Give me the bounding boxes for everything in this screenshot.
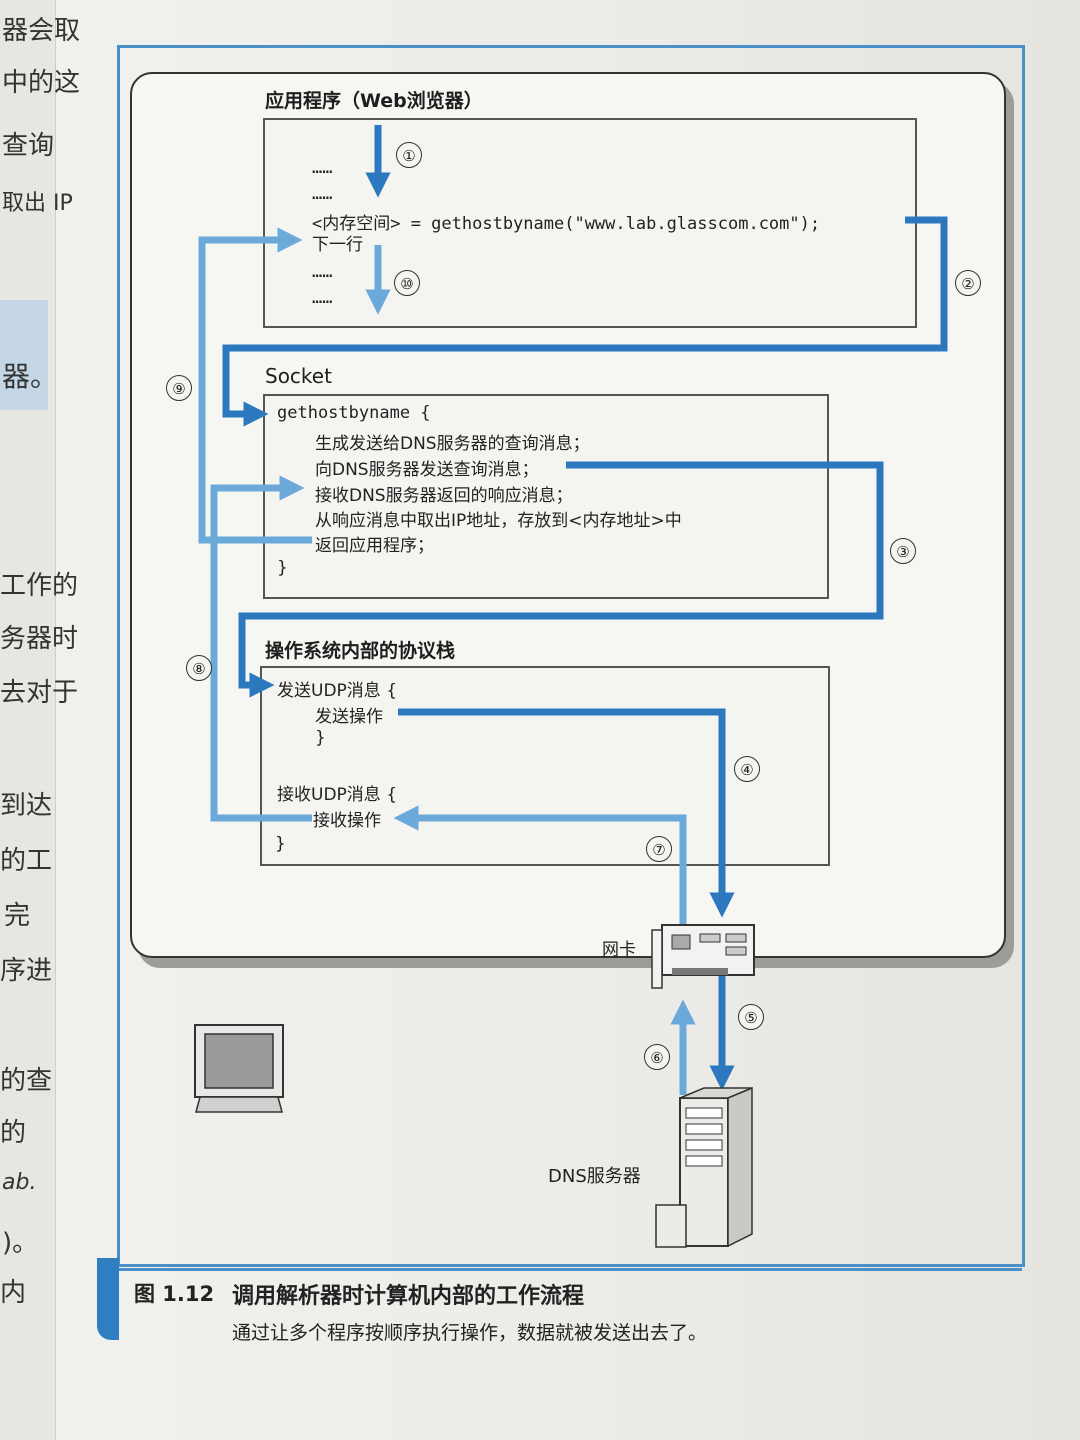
step-8: ⑧: [186, 655, 212, 681]
figure-title: 调用解析器时计算机内部的工作流程: [232, 1284, 585, 1309]
socket-panel: [263, 394, 829, 599]
os-close: }: [315, 728, 326, 748]
figure-frame: [117, 45, 1025, 1267]
step-9: ⑨: [166, 375, 192, 401]
step-2: ②: [955, 270, 981, 296]
os-recv-op: 接收操作: [313, 811, 381, 831]
app-line: ……: [312, 184, 333, 204]
margin-text: 取出 IP: [2, 191, 73, 216]
os-recv-header: 接收UDP消息 {: [277, 785, 398, 805]
os-title: 操作系统内部的协议栈: [265, 640, 456, 662]
dns-server-label: DNS服务器: [548, 1166, 641, 1187]
step-6: ⑥: [644, 1044, 670, 1070]
app-line-next: 下一行: [312, 235, 363, 255]
nic-card-icon: [651, 924, 755, 989]
step-10: ⑩: [394, 270, 420, 296]
socket-line: 返回应用程序；: [315, 536, 434, 556]
margin-text: 完: [4, 901, 31, 931]
margin-text: ab.: [2, 1170, 37, 1195]
figure-number: 图 1.12: [134, 1282, 215, 1306]
arrow-step-9: [198, 227, 312, 544]
socket-line: 生成发送给DNS服务器的查询消息；: [315, 434, 590, 454]
margin-text: 的查: [0, 1066, 53, 1096]
margin-text: 工作的: [0, 571, 79, 601]
step-4: ④: [734, 756, 760, 782]
socket-title: Socket: [265, 364, 332, 388]
caption-rule: [119, 1268, 1022, 1271]
margin-text: )。: [2, 1228, 39, 1258]
app-line: ……: [312, 262, 333, 282]
os-close: }: [275, 834, 286, 854]
arrow-step-7: [393, 805, 687, 928]
dns-server-icon: [655, 1086, 753, 1248]
arrow-step-2: [222, 216, 948, 427]
arrow-step-8: [210, 475, 312, 822]
margin-text: 器会取: [2, 16, 81, 46]
caption-accent: [97, 1258, 119, 1340]
margin-text: 器。: [2, 360, 59, 393]
app-line-gethostbyname: <内存空间> = gethostbyname("www.lab.glasscom…: [312, 214, 821, 234]
margin-text: 中的这: [2, 68, 81, 98]
figure-subtitle: 通过让多个程序按顺序执行操作，数据就被发送出去了。: [232, 1322, 708, 1344]
step-7: ⑦: [646, 836, 672, 862]
os-send-header: 发送UDP消息 {: [277, 681, 398, 701]
margin-text: 去对于: [0, 678, 79, 708]
nic-label: 网卡: [602, 940, 636, 960]
margin-text: 的工: [0, 846, 53, 876]
left-page-highlight: [0, 300, 48, 410]
margin-text: 的: [0, 1118, 27, 1148]
margin-text: 务器时: [0, 624, 79, 654]
monitor-icon: [194, 1024, 284, 1113]
socket-line: gethostbyname {: [277, 403, 431, 423]
socket-line: 接收DNS服务器返回的响应消息；: [315, 486, 573, 506]
margin-text: 序进: [0, 956, 53, 986]
step-5: ⑤: [738, 1004, 764, 1030]
os-send-op: 发送操作: [315, 707, 383, 727]
arrow-step-3: [238, 461, 884, 698]
margin-text: 到达: [0, 791, 53, 821]
arrow-step-4: [398, 708, 735, 918]
step-1: ①: [396, 142, 422, 168]
socket-line: 向DNS服务器发送查询消息；: [315, 460, 539, 480]
app-line: ……: [312, 158, 333, 178]
margin-text: 内: [0, 1278, 27, 1308]
margin-text: 查询: [2, 131, 55, 161]
socket-line: 从响应消息中取出IP地址，存放到<内存地址>中: [315, 511, 682, 531]
step-3: ③: [890, 538, 916, 564]
app-line: ……: [312, 288, 333, 308]
socket-line: }: [277, 558, 288, 578]
left-page-edge: [0, 0, 56, 1440]
app-title: 应用程序（Web浏览器）: [265, 90, 483, 112]
